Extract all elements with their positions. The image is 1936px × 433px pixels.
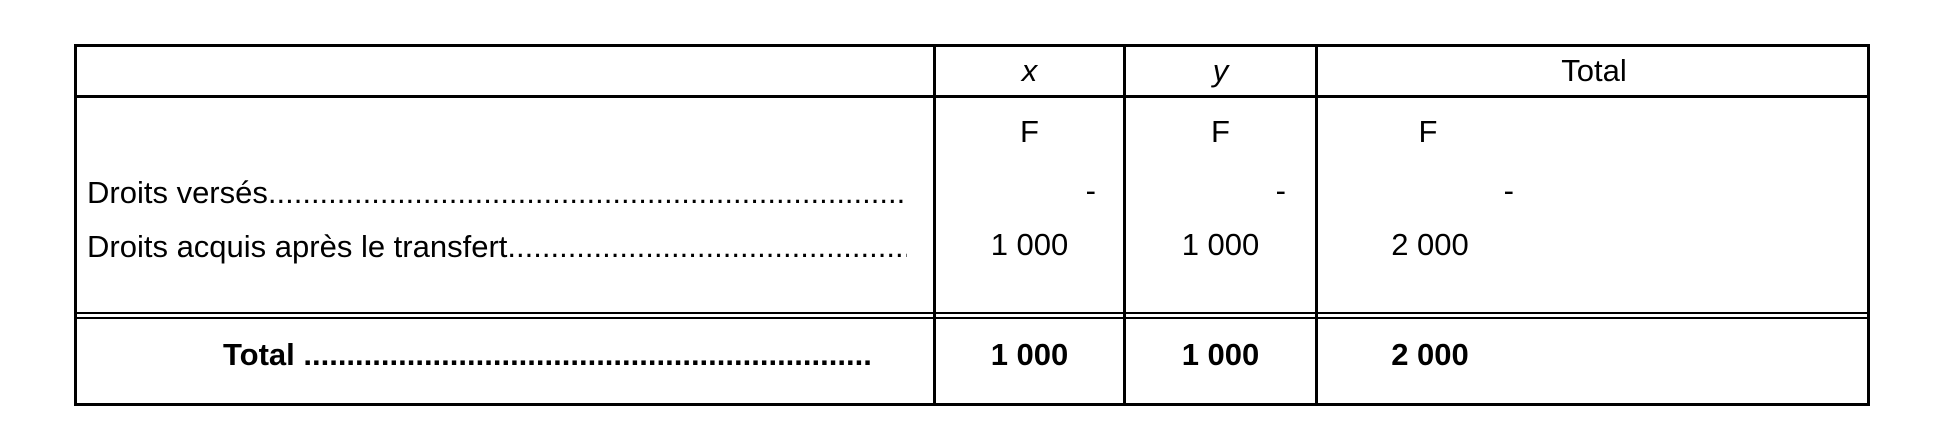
row-label-droits-acquis: Droits acquis après le transfert........… (87, 229, 907, 264)
row-droits-acquis-y: 1 000 (1181, 227, 1260, 262)
total-row-label: Total ..................................… (223, 337, 872, 372)
col-divider-3 (1315, 47, 1318, 403)
unit-total: F (1418, 114, 1438, 149)
total-row-y: 1 000 (1181, 337, 1260, 372)
col-divider-2 (1123, 47, 1126, 403)
row-droits-verses-x: - (1085, 173, 1096, 208)
header-y: y (1212, 53, 1229, 88)
total-divider-top (77, 312, 1867, 314)
unit-x: F (1020, 114, 1039, 149)
header-x: x (1021, 53, 1038, 88)
row-droits-acquis-total: 2 000 (1391, 227, 1469, 262)
col-divider-1 (933, 47, 936, 403)
row-droits-acquis-x: 1 000 (990, 227, 1069, 262)
header-divider (77, 95, 1867, 98)
row-label-droits-verses: Droits versés...........................… (87, 175, 906, 210)
unit-y: F (1211, 114, 1230, 149)
total-row-total: 2 000 (1391, 337, 1469, 372)
total-row-x: 1 000 (990, 337, 1069, 372)
header-total: Total (1561, 53, 1627, 88)
row-droits-verses-y: - (1275, 173, 1286, 208)
financial-table: x y Total F F F Droits versés...........… (74, 44, 1870, 406)
row-droits-verses-total: - (1503, 173, 1514, 208)
total-divider-bottom (77, 317, 1867, 319)
